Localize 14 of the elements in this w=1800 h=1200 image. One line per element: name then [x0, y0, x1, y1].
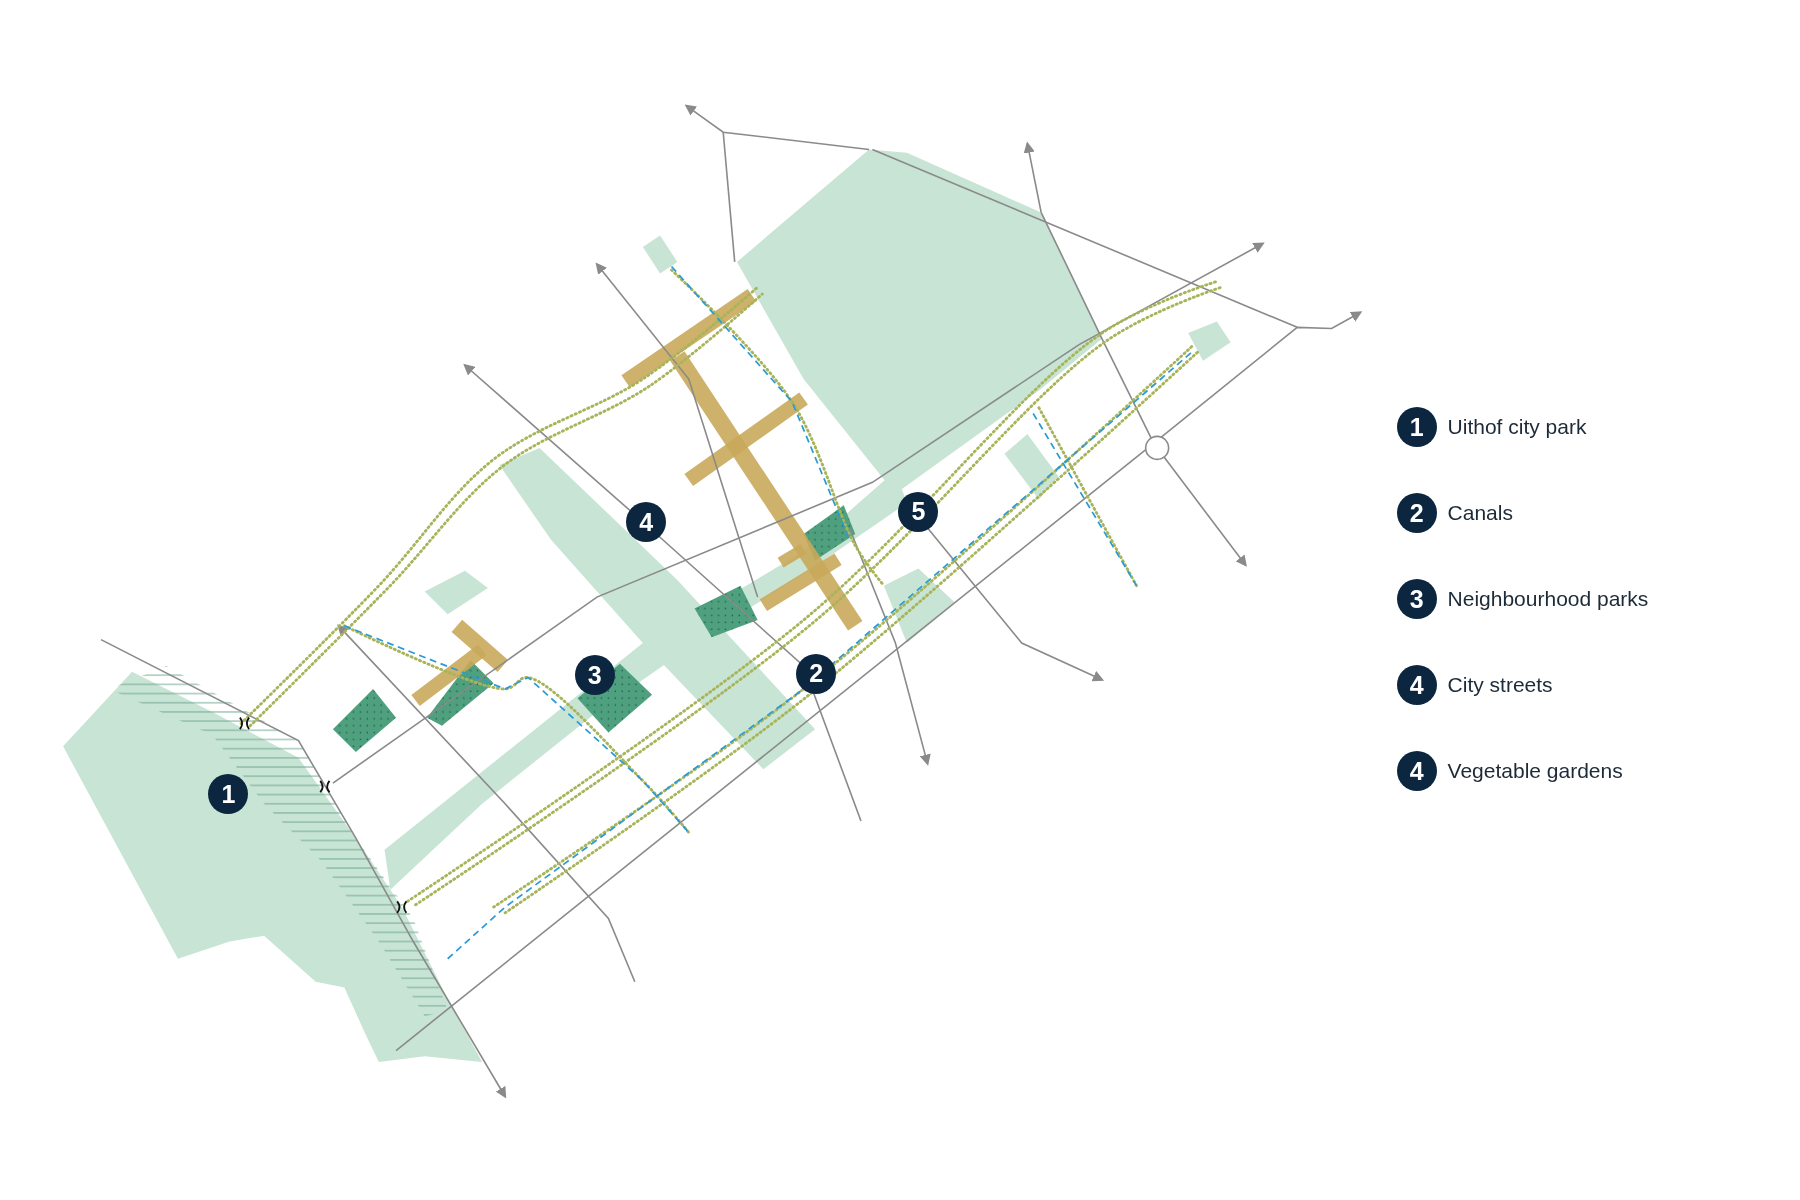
legend-number: 2: [1396, 493, 1437, 534]
legend-number: 4: [1396, 751, 1437, 792]
legend-text: City streets: [1447, 673, 1553, 698]
legend-text: Canals: [1447, 501, 1513, 526]
legend-number: 4: [1396, 665, 1437, 706]
legend-text: Neighbourhood parks: [1447, 587, 1649, 612]
legend-text: Vegetable gardens: [1447, 759, 1623, 784]
callout-number: 3: [574, 655, 615, 695]
callout-number: 4: [626, 502, 667, 543]
legend-number: 1: [1396, 407, 1437, 448]
callout-number: 5: [898, 492, 939, 532]
legend-number: 3: [1396, 579, 1437, 620]
legend-text: Uithof city park: [1447, 415, 1587, 440]
callout-number: 2: [796, 653, 837, 694]
